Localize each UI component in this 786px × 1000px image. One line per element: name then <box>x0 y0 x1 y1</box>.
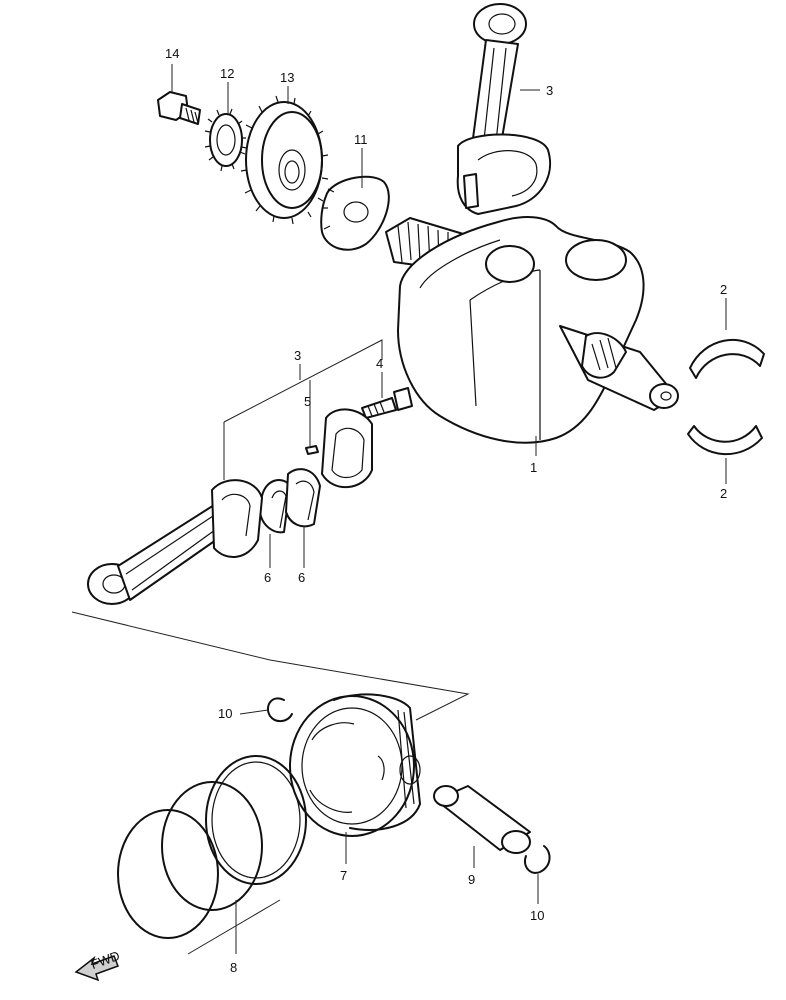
bearing-part-2-lower <box>687 425 763 455</box>
piston-part-7 <box>289 693 421 837</box>
callout-3-top: 3 <box>546 83 553 98</box>
callout-9: 9 <box>468 872 475 887</box>
callout-2-lower: 2 <box>720 486 727 501</box>
callout-4: 4 <box>376 356 383 371</box>
bolt-part-14 <box>157 91 201 125</box>
callout-1: 1 <box>530 460 537 475</box>
piston-rings-part-8 <box>117 755 307 955</box>
callout-10-lower: 10 <box>530 908 544 923</box>
callout-10-upper: 10 <box>218 706 232 721</box>
piston-pin-part-9 <box>433 785 531 854</box>
callout-6-right: 6 <box>298 570 305 585</box>
leader-lines <box>171 64 727 904</box>
callout-8: 8 <box>230 960 237 975</box>
circlip-part-10-upper <box>266 697 293 722</box>
bearing-part-2-upper <box>689 339 765 379</box>
callout-11: 11 <box>354 132 368 147</box>
sprocket-part-12 <box>204 108 246 172</box>
piston-assembly-bracket <box>71 611 470 721</box>
rod-bolt-part-4 <box>361 387 413 419</box>
callout-14: 14 <box>165 46 179 61</box>
gear-part-13 <box>240 95 329 225</box>
callout-2-upper: 2 <box>720 282 727 297</box>
callout-7: 7 <box>340 868 347 883</box>
callout-labels: 14 12 13 11 3 2 2 1 3 4 5 6 6 10 7 9 10 … <box>89 46 727 975</box>
callout-6-left: 6 <box>264 570 271 585</box>
washer-part-11 <box>320 175 390 251</box>
connecting-rod-part-3-lower <box>87 479 263 605</box>
rod-cap <box>321 408 373 489</box>
callout-13: 13 <box>280 70 294 85</box>
callout-12: 12 <box>220 66 234 81</box>
front-direction-arrow-icon <box>74 955 119 982</box>
circlip-part-10-lower <box>524 845 551 874</box>
callout-5: 5 <box>304 394 311 409</box>
pin-part-5 <box>305 445 319 455</box>
rod-bearing-part-6-right <box>285 468 321 528</box>
callout-3-lower: 3 <box>294 348 301 363</box>
crankshaft-part-1 <box>385 216 679 444</box>
connecting-rod-part-3-top <box>456 3 551 215</box>
